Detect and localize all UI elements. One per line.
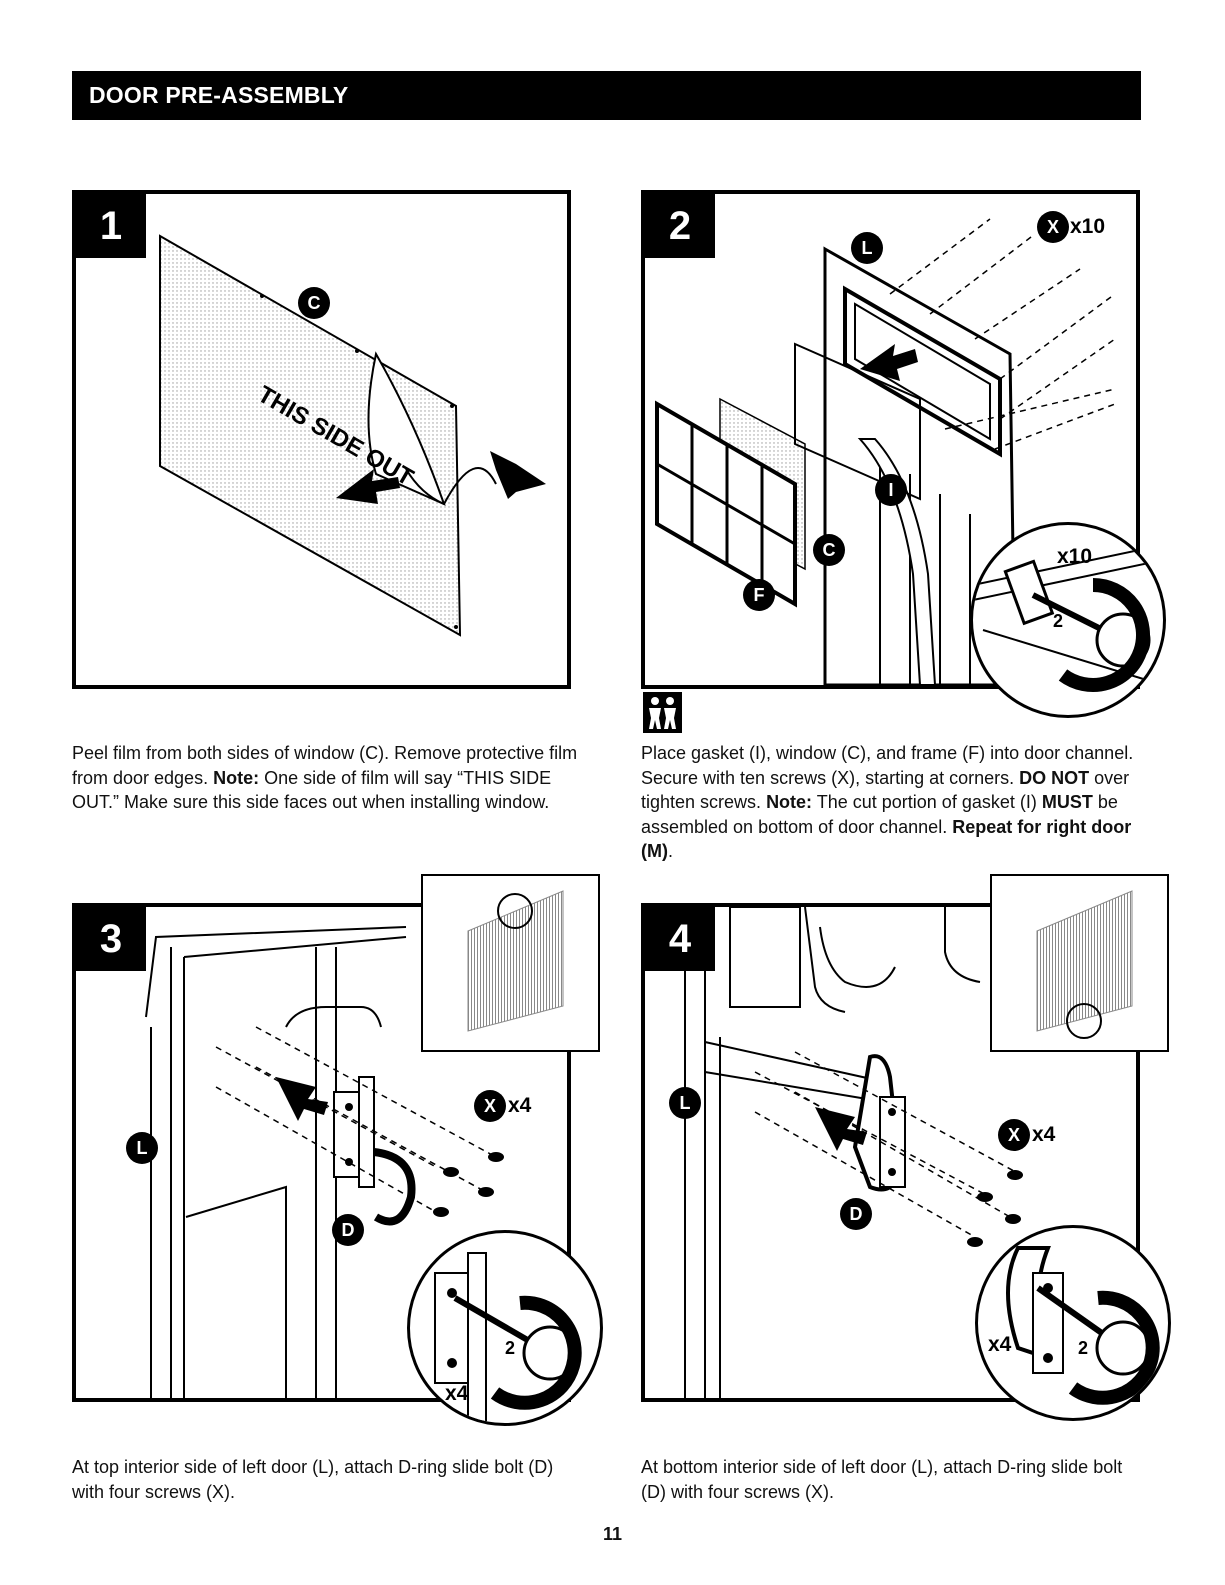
magnifier-step: 2 <box>1053 611 1064 631</box>
magnifier-quantity: x10 <box>1057 545 1093 568</box>
step-4-description: At bottom interior side of left door (L)… <box>641 1457 1123 1502</box>
screw-callout-x: X <box>1037 211 1069 243</box>
step-1-panel: 1 THIS SIDE OUT C <box>72 190 571 689</box>
step-2-detail-magnifier: x10 2 <box>970 522 1166 718</box>
window-callout-c: C <box>298 287 330 319</box>
step-3-locator-inset <box>421 874 600 1052</box>
door-callout-l: L <box>851 232 883 264</box>
bottom-slide-bolt-illustration <box>684 907 1026 1398</box>
screw-quantity: x10 <box>1070 215 1106 238</box>
step-3-detail-magnifier: 2 <box>407 1230 603 1426</box>
screw-callout-x: X <box>474 1090 506 1122</box>
screw-quantity: x4 <box>508 1094 532 1117</box>
gasket-callout-i: I <box>875 474 907 506</box>
window-film-illustration: THIS SIDE OUT <box>159 234 546 637</box>
door-callout-l: L <box>669 1087 701 1119</box>
section-header: DOOR PRE-ASSEMBLY <box>72 71 1141 120</box>
magnifier-quantity: x4 <box>988 1333 1012 1356</box>
screw-quantity: x4 <box>1032 1123 1056 1146</box>
door-callout-l: L <box>126 1132 158 1164</box>
step-3-description: At top interior side of left door (L), a… <box>72 1457 554 1502</box>
step-2-description: Place gasket (I), window (C), and frame … <box>641 743 1134 861</box>
step-4-detail-magnifier: x4 2 <box>975 1225 1171 1421</box>
step-1-number: 1 <box>76 194 146 258</box>
top-slide-bolt-illustration <box>145 926 504 1398</box>
two-person-icon <box>643 692 682 733</box>
window-callout-c: C <box>813 534 845 566</box>
page-number: 11 <box>602 1524 623 1544</box>
step-2-number: 2 <box>645 194 715 258</box>
step-4-locator-inset <box>990 874 1169 1052</box>
window-install-illustration <box>655 218 1116 685</box>
step-1-description: Peel film from both sides of window (C).… <box>72 743 578 812</box>
step-3-number: 3 <box>76 907 146 971</box>
magnifier-quantity: x4 <box>445 1382 469 1405</box>
frame-callout-f: F <box>743 579 775 611</box>
magnifier-step: 2 <box>505 1338 516 1358</box>
bolt-callout-d: D <box>332 1214 364 1246</box>
screw-callout-x: X <box>998 1119 1030 1151</box>
section-title: DOOR PRE-ASSEMBLY <box>89 82 349 108</box>
bolt-callout-d: D <box>840 1198 872 1230</box>
magnifier-step: 2 <box>1078 1338 1089 1358</box>
step-4-number: 4 <box>645 907 715 971</box>
